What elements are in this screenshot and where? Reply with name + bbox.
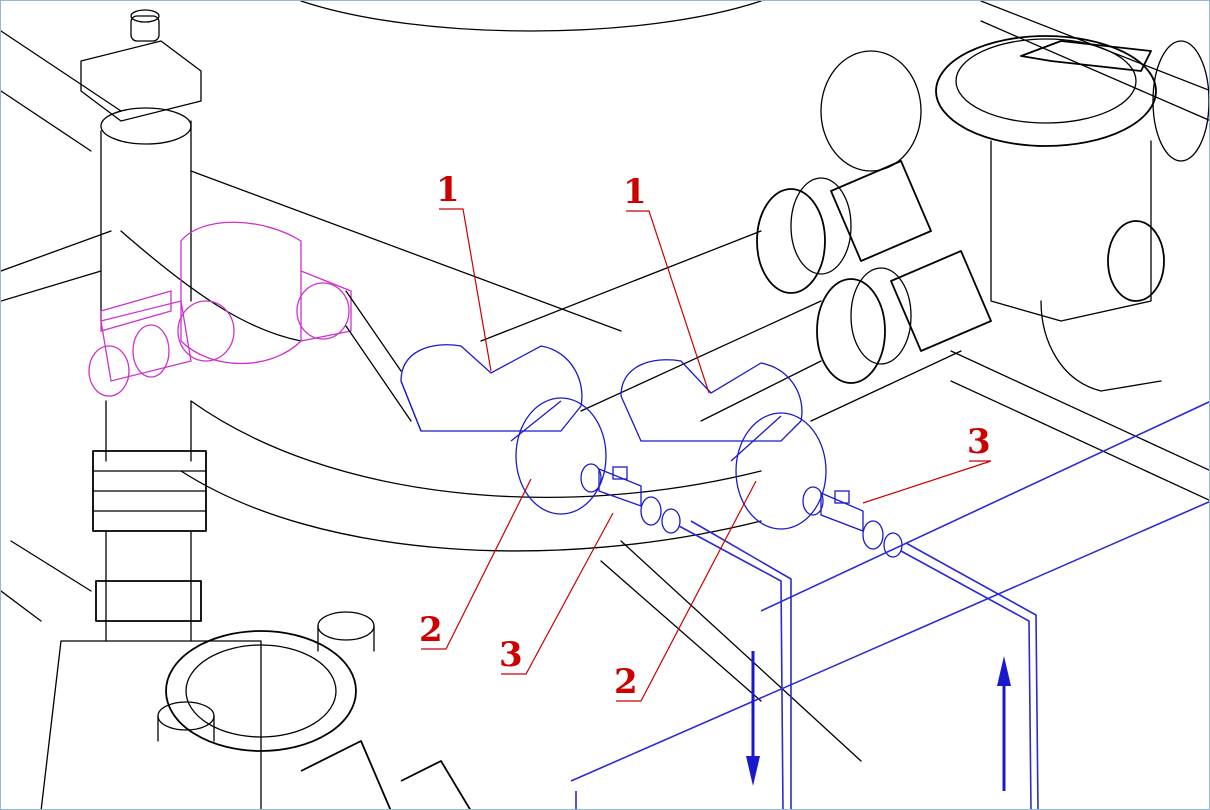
wiring-loop	[570, 401, 1209, 809]
horizontal-pipes	[345, 230, 962, 422]
flow-arrow-up	[997, 656, 1011, 791]
leader-lines	[421, 208, 992, 702]
left-vertical-pipe	[40, 9, 262, 809]
callout-2-right: 2	[614, 662, 638, 702]
pump-strainer	[157, 611, 471, 809]
tank-outline	[1, 1, 1209, 762]
callout-2-left: 2	[419, 610, 443, 650]
callout-3-right: 3	[967, 422, 991, 462]
sensor-housing-left	[400, 344, 607, 515]
magenta-elbow-valve	[88, 221, 352, 397]
callout-1-right: 1	[623, 172, 647, 212]
callout-1-left: 1	[436, 170, 460, 210]
multiport-valve	[820, 35, 1209, 392]
sensor-housing-right	[620, 359, 827, 530]
callout-3-left: 3	[499, 635, 523, 675]
flow-arrow-down	[746, 651, 760, 786]
probe-valve-right	[802, 486, 903, 558]
union-couplings	[756, 160, 992, 384]
probe-valve-left	[580, 463, 681, 534]
